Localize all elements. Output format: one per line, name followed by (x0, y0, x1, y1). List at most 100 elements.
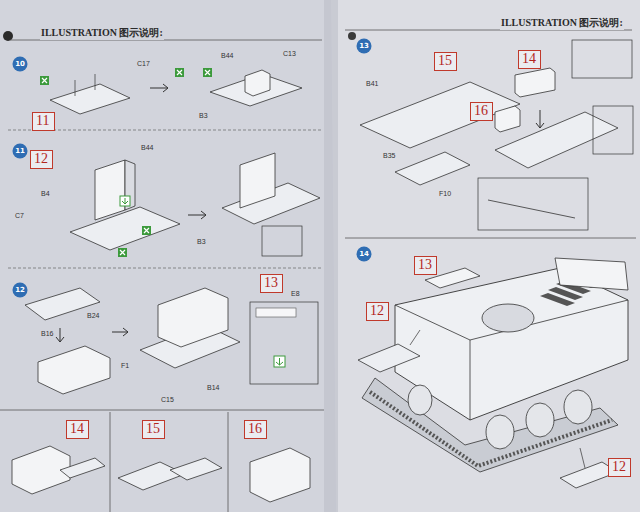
part-block (245, 70, 270, 96)
part-label: C15 (160, 396, 175, 404)
part-rod (488, 200, 575, 218)
callout-number-text: 16 (474, 103, 489, 119)
part-plate (50, 84, 130, 114)
part-plate (395, 152, 470, 185)
part-pin (95, 74, 96, 90)
part-label: B24 (86, 312, 100, 320)
step-circle (13, 283, 28, 298)
turret-ring (482, 304, 534, 332)
step-number-text: 12 (12, 282, 28, 294)
arrow-icon (276, 358, 283, 365)
part-label: B3 (196, 238, 207, 246)
road-wheel (526, 403, 554, 437)
part-label: C17 (136, 60, 151, 68)
step-number-text: 11 (12, 143, 28, 155)
left-page (0, 0, 336, 512)
step-circle (357, 247, 372, 262)
panel-divider (110, 412, 111, 512)
callout-number: 12 (366, 302, 389, 321)
glue-icon (203, 68, 212, 77)
callout-number-text: 13 (264, 275, 279, 291)
note-box (256, 308, 296, 317)
panel-divider (8, 130, 322, 131)
detail-inset (572, 40, 632, 78)
callout-number: 14 (66, 420, 89, 439)
placement-line (580, 448, 585, 468)
callout-number-text: 14 (70, 421, 85, 437)
arrow-icon (274, 356, 285, 367)
page-header: ILLUSTRATION 图示说明: (40, 26, 164, 40)
panel-divider (8, 268, 322, 269)
part-label: B41 (365, 80, 379, 88)
arrow-icon (122, 198, 128, 204)
part-plate (118, 462, 185, 490)
part-block (95, 160, 125, 220)
road-wheel (486, 415, 514, 449)
binder-hole (3, 31, 13, 41)
rear-plate (555, 258, 628, 290)
detail-inset (478, 178, 588, 230)
part-label: B4 (40, 190, 51, 198)
callout-number-text: 15 (146, 421, 161, 437)
glue-icon (175, 68, 184, 77)
glue-icon (42, 78, 47, 83)
callout-number: 15 (142, 420, 165, 439)
part-label: C7 (14, 212, 25, 220)
callout-number-text: 13 (418, 257, 433, 273)
step-circle (13, 57, 28, 72)
callout-number-text: 16 (248, 421, 263, 437)
callout-number: 14 (518, 50, 541, 69)
part-label: B14 (206, 384, 220, 392)
callout-number: 12 (608, 458, 631, 477)
detail-inset (593, 106, 633, 154)
detail-inset (250, 302, 318, 384)
binder-hole (348, 32, 356, 40)
assembly-arrow (150, 84, 168, 92)
hull (395, 268, 628, 420)
callout-number: 13 (414, 256, 437, 275)
callout-number: 13 (260, 274, 283, 293)
step-circle (13, 144, 28, 159)
callout-number: 16 (470, 102, 493, 121)
detail-inset (262, 226, 302, 256)
glue-icon (120, 250, 125, 255)
callout-number-text: 12 (370, 303, 385, 319)
glue-icon (205, 70, 210, 75)
glue-icon (142, 226, 151, 235)
part-label: F10 (438, 190, 452, 198)
step-circle (357, 39, 372, 54)
road-wheel (408, 385, 432, 415)
step-number: 14 (356, 246, 372, 262)
part-block (38, 346, 110, 394)
part-label: B35 (382, 152, 396, 160)
glue-icon (144, 228, 149, 233)
step-number: 11 (12, 143, 28, 159)
callout-number-text: 12 (34, 151, 49, 167)
panel-divider (228, 412, 229, 512)
step-number-text: 14 (356, 246, 372, 258)
part-pin (75, 80, 76, 96)
assembly-arrow (188, 211, 206, 219)
hull-edge (395, 300, 628, 340)
arrow-icon (120, 196, 130, 206)
part-block (158, 288, 228, 347)
right-page (331, 0, 640, 512)
glue-icon (118, 248, 127, 257)
assembly-arrow (536, 110, 544, 128)
part-plate (170, 458, 222, 480)
step-number-text: 13 (356, 38, 372, 50)
glue-icon (177, 70, 182, 75)
part-label: B44 (140, 144, 154, 152)
placement-line (410, 330, 420, 345)
callout-number-text: 14 (522, 51, 537, 67)
part-label: C13 (282, 50, 297, 58)
page-gutter (324, 0, 338, 512)
step-number: 13 (356, 38, 372, 54)
callout-number: 12 (30, 150, 53, 169)
callout-number: 16 (244, 420, 267, 439)
hull-edge (470, 340, 471, 420)
part-block (240, 153, 275, 208)
part-plate (360, 82, 520, 148)
